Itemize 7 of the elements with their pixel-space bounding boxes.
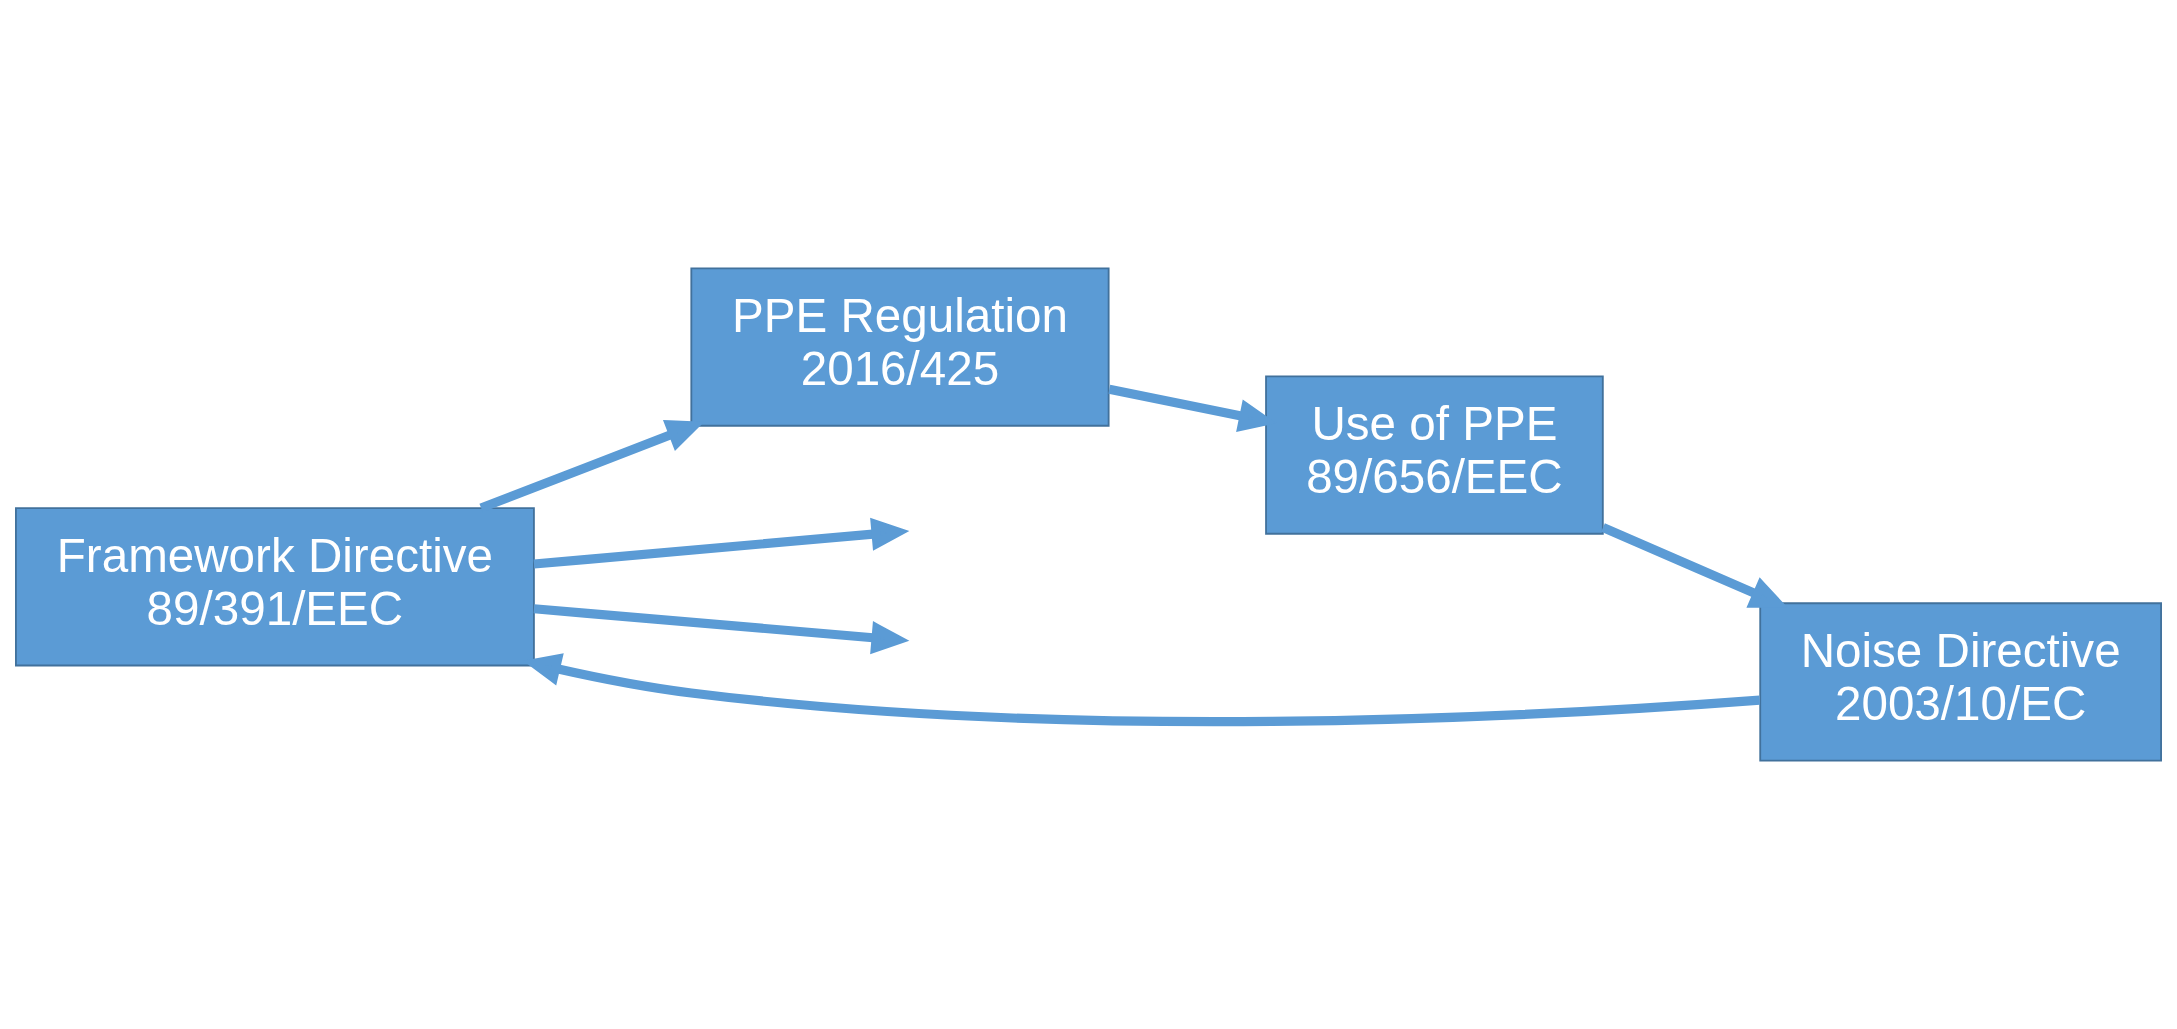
arrow: [533, 517, 910, 569]
node-box: Use of PPE 89/656/EEC: [1265, 375, 1604, 535]
arrow: [533, 604, 910, 655]
node-box: Framework Directive 89/391/EEC: [15, 507, 535, 667]
node-box: Noise Directive 2003/10/EC: [1759, 602, 2162, 762]
arrow: [1601, 523, 1788, 608]
node-box: PPE Regulation 2016/425: [690, 267, 1110, 427]
